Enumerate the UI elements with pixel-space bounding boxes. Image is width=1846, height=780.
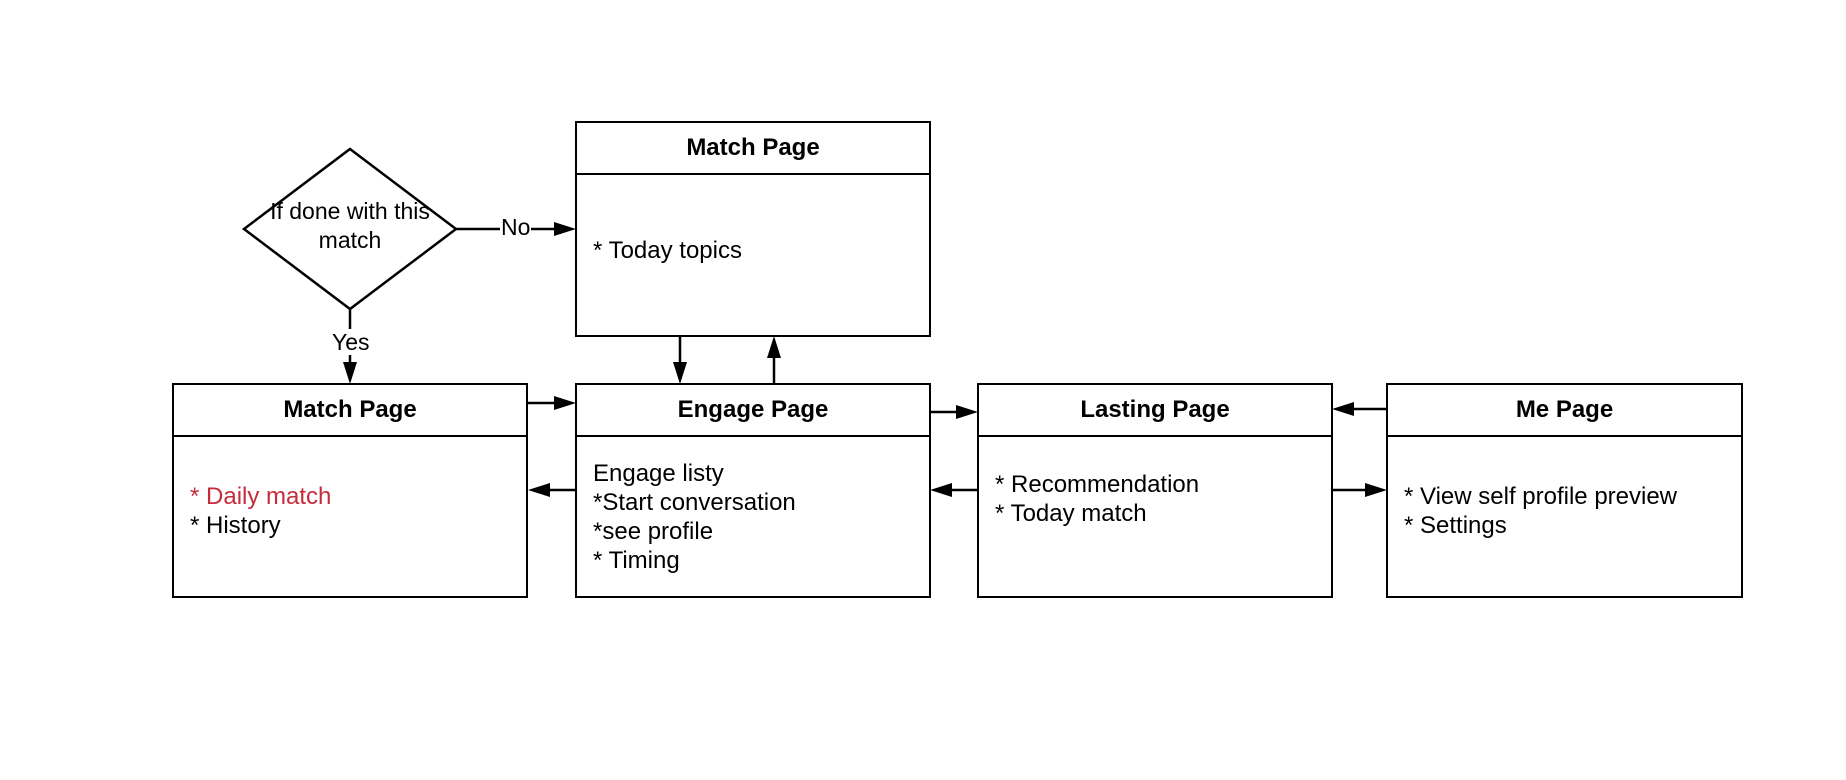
decision-text-line1: If done with this (270, 198, 430, 224)
lasting-page-box: Lasting Page * Recommendation * Today ma… (977, 383, 1333, 598)
box-body: * Recommendation * Today match (979, 437, 1331, 596)
list-item: * History (190, 511, 281, 539)
box-body: * View self profile preview * Settings (1388, 437, 1741, 596)
arrowhead (767, 336, 781, 358)
box-body: Engage listy *Start conversation *see pr… (577, 437, 929, 596)
arrowhead (1365, 483, 1387, 497)
list-item: * Settings (1404, 511, 1507, 539)
list-item: * Recommendation (995, 470, 1200, 498)
list-item: *see profile (593, 517, 714, 545)
box-title: Lasting Page (979, 385, 1331, 437)
me-page-box: Me Page * View self profile preview * Se… (1386, 383, 1743, 598)
decision-text: If done with this match (255, 197, 445, 255)
list-item: *Start conversation (593, 488, 796, 516)
list-item-daily-match: * Daily match (190, 482, 332, 510)
list-item: * Today match (995, 499, 1147, 527)
arrowhead (673, 362, 687, 384)
arrowhead (554, 222, 576, 236)
arrowhead (528, 483, 550, 497)
list-item: * Today topics (593, 236, 742, 264)
box-title: Match Page (577, 123, 929, 175)
box-title: Match Page (174, 385, 526, 437)
yes-label: Yes (331, 329, 371, 355)
decision-text-line2: match (318, 227, 382, 253)
arrowhead (554, 396, 576, 410)
engage-page-box: Engage Page Engage listy *Start conversa… (575, 383, 931, 598)
match-page-top-box: Match Page * Today topics (575, 121, 931, 337)
no-label: No (500, 214, 532, 240)
list-item: * Timing (593, 546, 680, 574)
arrowhead (956, 405, 978, 419)
box-title: Engage Page (577, 385, 929, 437)
arrowhead (930, 483, 952, 497)
arrowhead (1332, 402, 1354, 416)
list-item: Engage listy (593, 459, 724, 487)
match-page-left-box: Match Page * Daily match * History (172, 383, 528, 598)
list-item: * View self profile preview (1404, 482, 1678, 510)
arrowhead (343, 362, 357, 384)
box-body: * Daily match * History (174, 437, 526, 596)
box-body: * Today topics (577, 175, 929, 335)
box-title: Me Page (1388, 385, 1741, 437)
